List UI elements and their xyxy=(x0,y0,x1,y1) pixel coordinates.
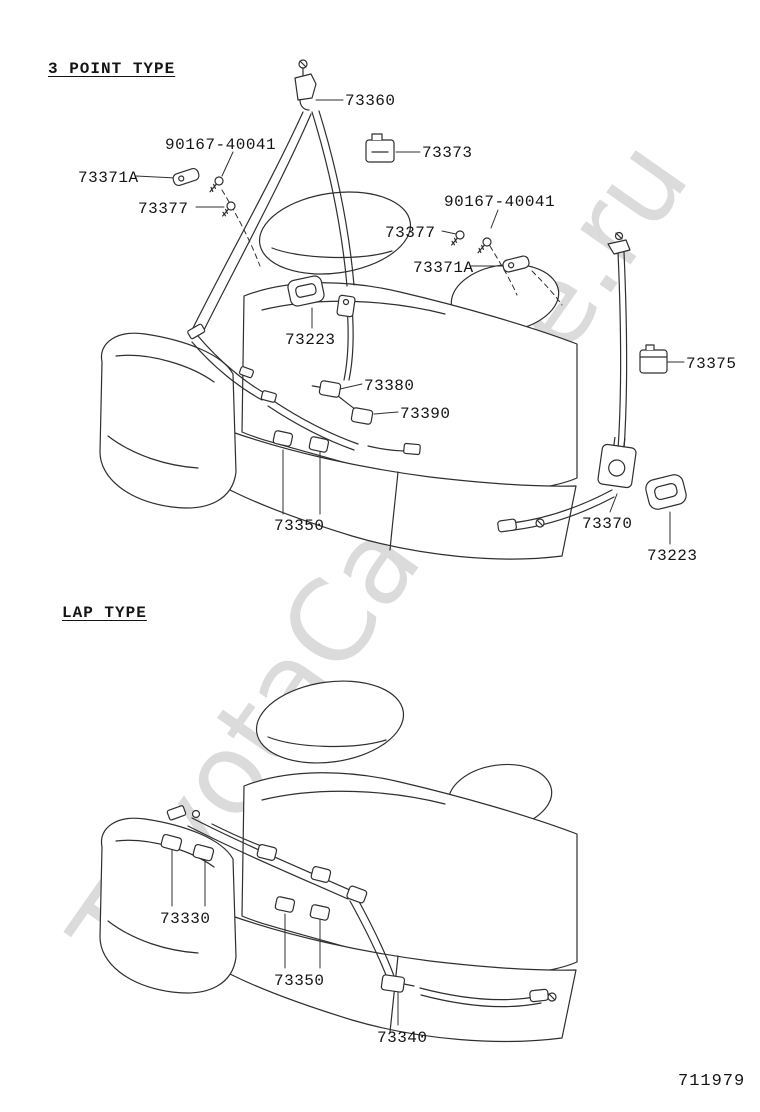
section-title-3point: 3 POINT TYPE xyxy=(48,60,176,78)
part-center-buckle-graphic xyxy=(336,294,356,318)
part-label-73330: 73330 xyxy=(160,910,211,928)
part-label-73340: 73340 xyxy=(377,1029,428,1047)
leader-lines-3point xyxy=(135,99,685,545)
part-label-90167-left: 90167-40041 xyxy=(165,136,277,154)
seatbelt-3point-graphic xyxy=(191,110,628,531)
part-73360-graphic xyxy=(294,59,317,111)
part-73370-graphic xyxy=(597,436,637,489)
part-label-73371a-left: 73371A xyxy=(78,169,139,187)
part-73377-left-screw-graphic xyxy=(222,201,236,217)
reference-dash-lines xyxy=(221,189,563,306)
part-73223-right-graphic xyxy=(645,474,687,510)
part-right-anchor-graphic xyxy=(607,231,631,255)
part-73350-top-graphic xyxy=(272,430,330,453)
part-lap-left-anchor-graphic xyxy=(166,805,201,821)
part-73380-graphic xyxy=(311,380,342,398)
part-73373-graphic xyxy=(365,133,395,163)
part-label-73371a-right: 73371A xyxy=(413,259,474,277)
part-label-73360: 73360 xyxy=(345,92,396,110)
part-label-73350-lap: 73350 xyxy=(274,972,325,990)
part-lap-right-anchor-graphic xyxy=(529,988,557,1003)
page-number: 711979 xyxy=(678,1072,746,1091)
part-90167-left-screw-graphic xyxy=(209,176,224,193)
part-73375-graphic xyxy=(639,344,668,374)
part-label-73377-right: 73377 xyxy=(385,224,436,242)
part-73371a-right-graphic xyxy=(502,255,530,273)
part-73223-center-graphic xyxy=(287,275,325,307)
seat-3point-graphic xyxy=(99,191,578,560)
belt-end-plate-graphic xyxy=(497,518,545,533)
part-73330-graphic xyxy=(160,833,215,862)
part-label-73223-right: 73223 xyxy=(647,547,698,565)
part-73350-lap-graphic xyxy=(274,896,331,921)
part-73390-graphic xyxy=(350,407,374,425)
part-label-73390: 73390 xyxy=(400,405,451,423)
leader-lines-lap xyxy=(171,849,399,1026)
part-label-73377-left: 73377 xyxy=(138,200,189,218)
part-label-73350-top: 73350 xyxy=(274,517,325,535)
belt-tongue-graphics xyxy=(187,323,421,456)
part-label-73380: 73380 xyxy=(364,377,415,395)
section-title-lap: LAP TYPE xyxy=(62,604,147,622)
part-90167-right-screw-graphic xyxy=(477,237,492,254)
part-label-73375: 73375 xyxy=(686,355,737,373)
part-73371a-left-graphic xyxy=(172,167,200,187)
part-label-90167-right: 90167-40041 xyxy=(444,193,556,211)
part-label-73373: 73373 xyxy=(422,144,473,162)
part-lap-mid-buckles-graphic xyxy=(256,844,368,904)
part-73377-right-screw-graphic xyxy=(451,230,465,246)
part-label-73223-center: 73223 xyxy=(285,331,336,349)
part-label-73370: 73370 xyxy=(582,515,633,533)
part-73340-graphic xyxy=(380,974,415,993)
